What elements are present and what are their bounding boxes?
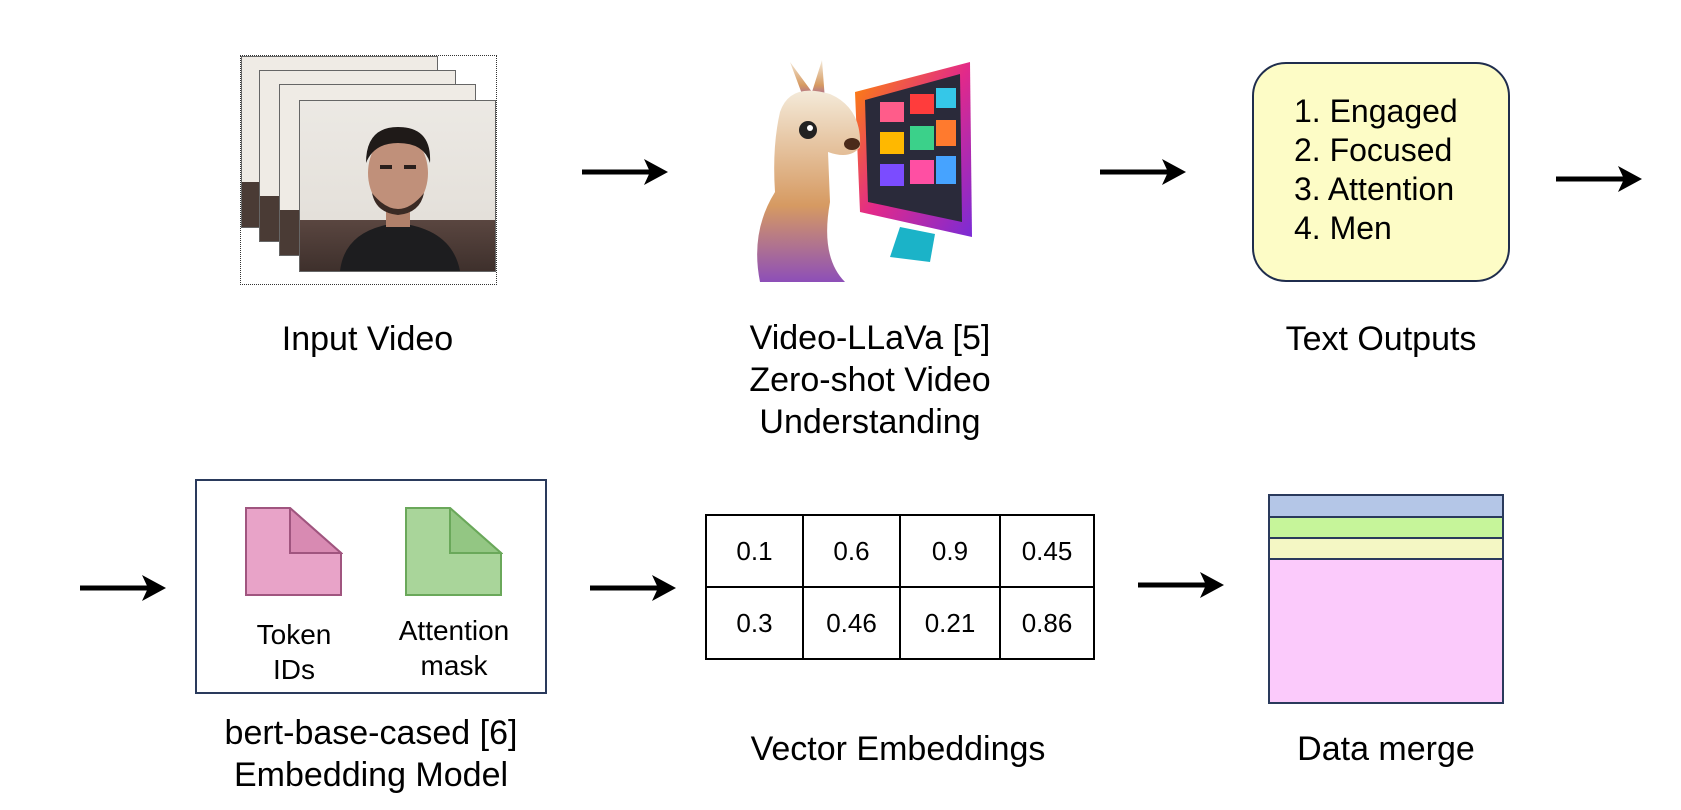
video-frame-person: [299, 100, 496, 272]
arrow-right-icon: [1100, 159, 1186, 185]
arrow-right-icon: [1556, 166, 1642, 192]
embedding-cell: 0.86: [999, 586, 1095, 660]
embedding-cell: 0.3: [705, 586, 804, 660]
llava-label-line3: Understanding: [759, 403, 981, 441]
embedding-cell: 0.1: [705, 514, 804, 588]
merge-band: [1270, 496, 1502, 518]
text-output-item: 3. Attention: [1294, 171, 1455, 207]
attention-mask-label: mask: [420, 650, 488, 681]
token-ids-label: Token: [256, 619, 332, 650]
text-outputs-label: Text Outputs: [1285, 320, 1477, 358]
bert-label-line2: Embedding Model: [233, 756, 509, 794]
arrow-right-icon: [80, 575, 166, 601]
text-output-item: 2. Focused: [1294, 132, 1453, 168]
vector-embeddings-table: 0.1 0.6 0.9 0.45 0.3 0.46 0.21 0.86: [705, 514, 1095, 660]
text-output-item: 4. Men: [1294, 210, 1392, 246]
embedding-cell: 0.9: [899, 514, 1001, 588]
vector-embeddings-label: Vector Embeddings: [750, 730, 1046, 768]
data-merge-label: Data merge: [1297, 730, 1475, 768]
arrow-right-icon: [582, 159, 668, 185]
data-merge-block: [1268, 494, 1504, 704]
embedding-cell: 0.46: [802, 586, 901, 660]
token-ids-label: IDs: [273, 654, 315, 685]
table-row: 0.3 0.46 0.21 0.86: [705, 586, 1095, 660]
bert-model-box: Token IDs Attention mask: [195, 479, 547, 694]
arrow-right-icon: [1138, 572, 1224, 598]
merge-body: [1270, 560, 1502, 702]
merge-band: [1270, 518, 1502, 539]
attention-mask-document-icon: [405, 507, 503, 596]
embedding-cell: 0.6: [802, 514, 901, 588]
llava-label-line1: Video-LLaVa [5]: [749, 319, 991, 357]
person-icon: [340, 127, 460, 271]
embedding-cell: 0.21: [899, 586, 1001, 660]
llama-monitor-icon: [750, 52, 980, 287]
attention-mask-label: Attention: [398, 615, 510, 646]
embedding-cell: 0.45: [999, 514, 1095, 588]
token-ids-document-icon: [245, 507, 343, 596]
input-video-frames: [240, 55, 497, 285]
arrow-right-icon: [590, 575, 676, 601]
bert-label-line1: bert-base-cased [6]: [224, 714, 518, 752]
llava-label-line2: Zero-shot Video: [749, 361, 991, 399]
input-video-label: Input Video: [281, 320, 454, 358]
table-row: 0.1 0.6 0.9 0.45: [705, 514, 1095, 588]
merge-band: [1270, 539, 1502, 560]
text-outputs-box: 1. Engaged 2. Focused 3. Attention 4. Me…: [1252, 62, 1510, 282]
text-output-item: 1. Engaged: [1294, 93, 1458, 129]
